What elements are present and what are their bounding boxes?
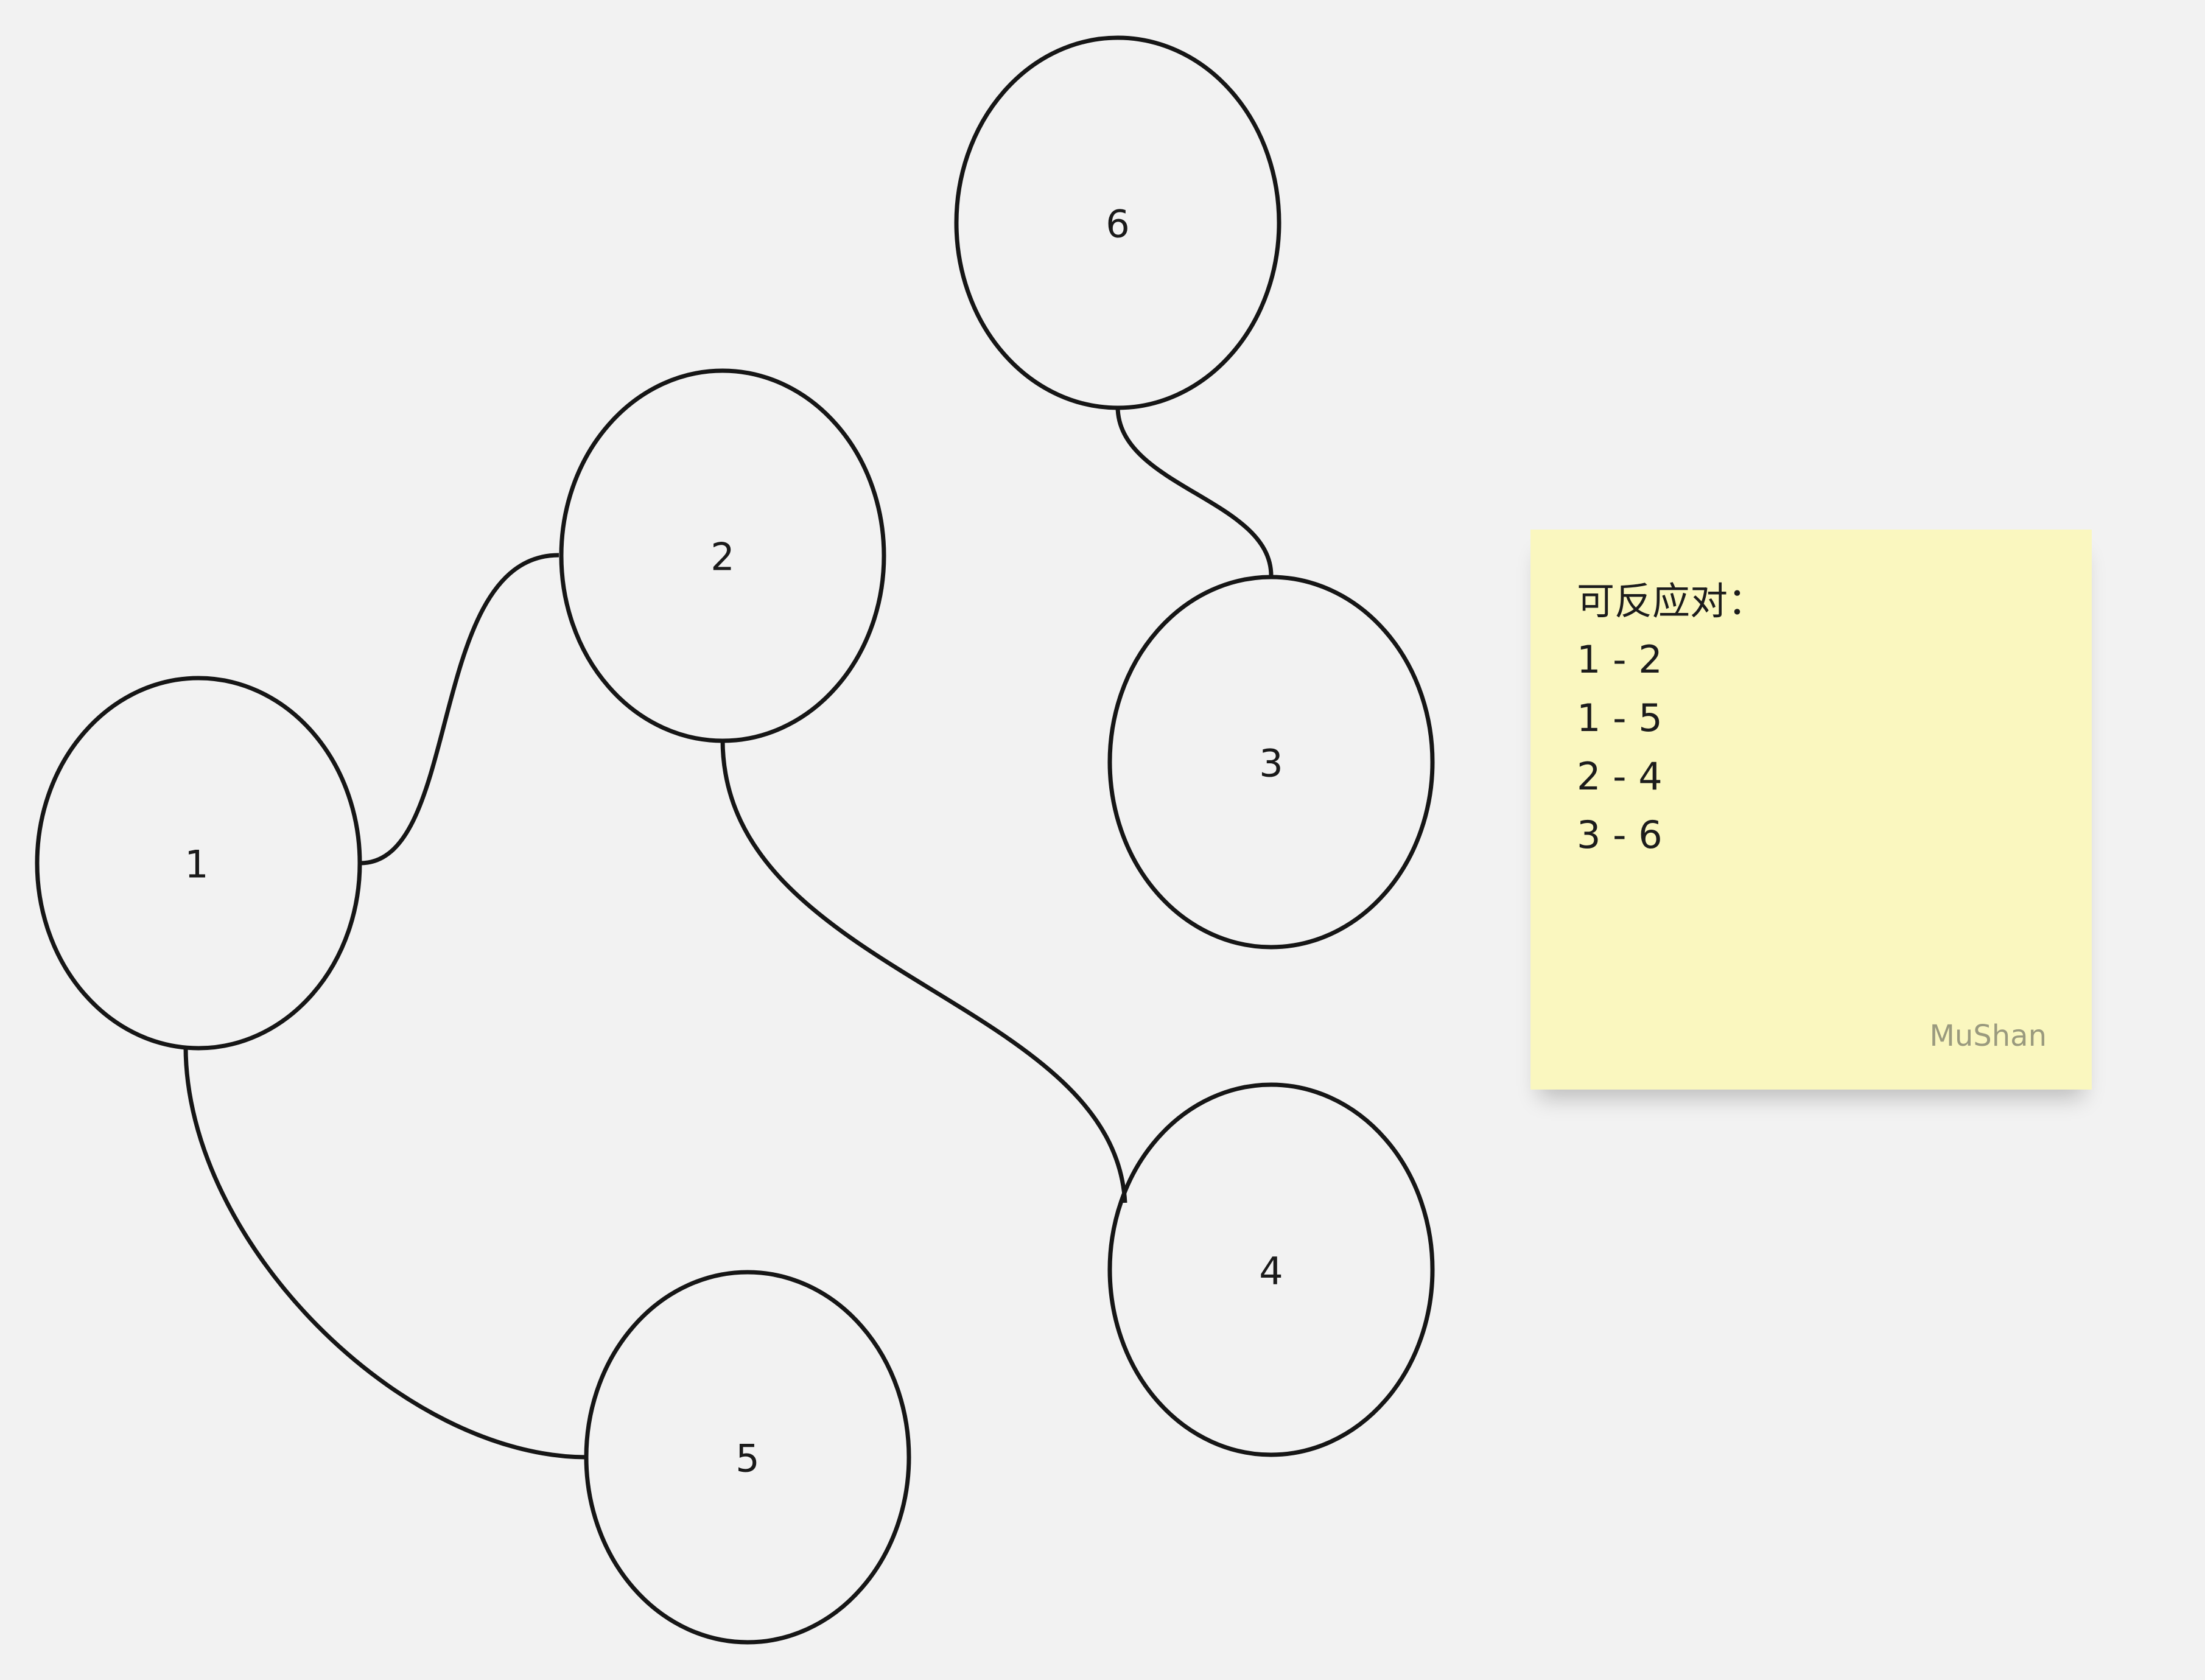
node-6[interactable]: 6 bbox=[954, 35, 1281, 410]
edge-2-4[interactable] bbox=[720, 739, 1127, 1203]
note-pair: 1 - 5 bbox=[1577, 696, 1663, 740]
note-pair: 1 - 2 bbox=[1577, 637, 1663, 682]
sticky-note[interactable]: 可反应对： 1 - 2 1 - 5 2 - 4 3 - 6 MuShan bbox=[1530, 530, 2092, 1090]
edge-6-3[interactable] bbox=[1115, 406, 1274, 576]
note-title: 可反应对： bbox=[1577, 579, 1766, 623]
node-2[interactable]: 2 bbox=[559, 368, 886, 743]
node-1-label: 1 bbox=[184, 842, 208, 887]
edge-1-5[interactable] bbox=[183, 1046, 587, 1460]
node-2-label: 2 bbox=[710, 535, 734, 579]
node-6-label: 6 bbox=[1106, 202, 1129, 247]
node-1[interactable]: 1 bbox=[35, 676, 362, 1051]
note-pair: 3 - 6 bbox=[1577, 813, 1663, 857]
node-3-label: 3 bbox=[1259, 741, 1283, 786]
node-3[interactable]: 3 bbox=[1107, 575, 1435, 950]
edge-1-2[interactable] bbox=[360, 553, 559, 866]
node-5-label: 5 bbox=[735, 1437, 759, 1481]
note-author: MuShan bbox=[1929, 1019, 2047, 1053]
node-4[interactable]: 4 bbox=[1107, 1082, 1435, 1457]
node-4-label: 4 bbox=[1259, 1249, 1283, 1293]
note-pair: 2 - 4 bbox=[1577, 754, 1663, 799]
node-5[interactable]: 5 bbox=[584, 1270, 911, 1645]
